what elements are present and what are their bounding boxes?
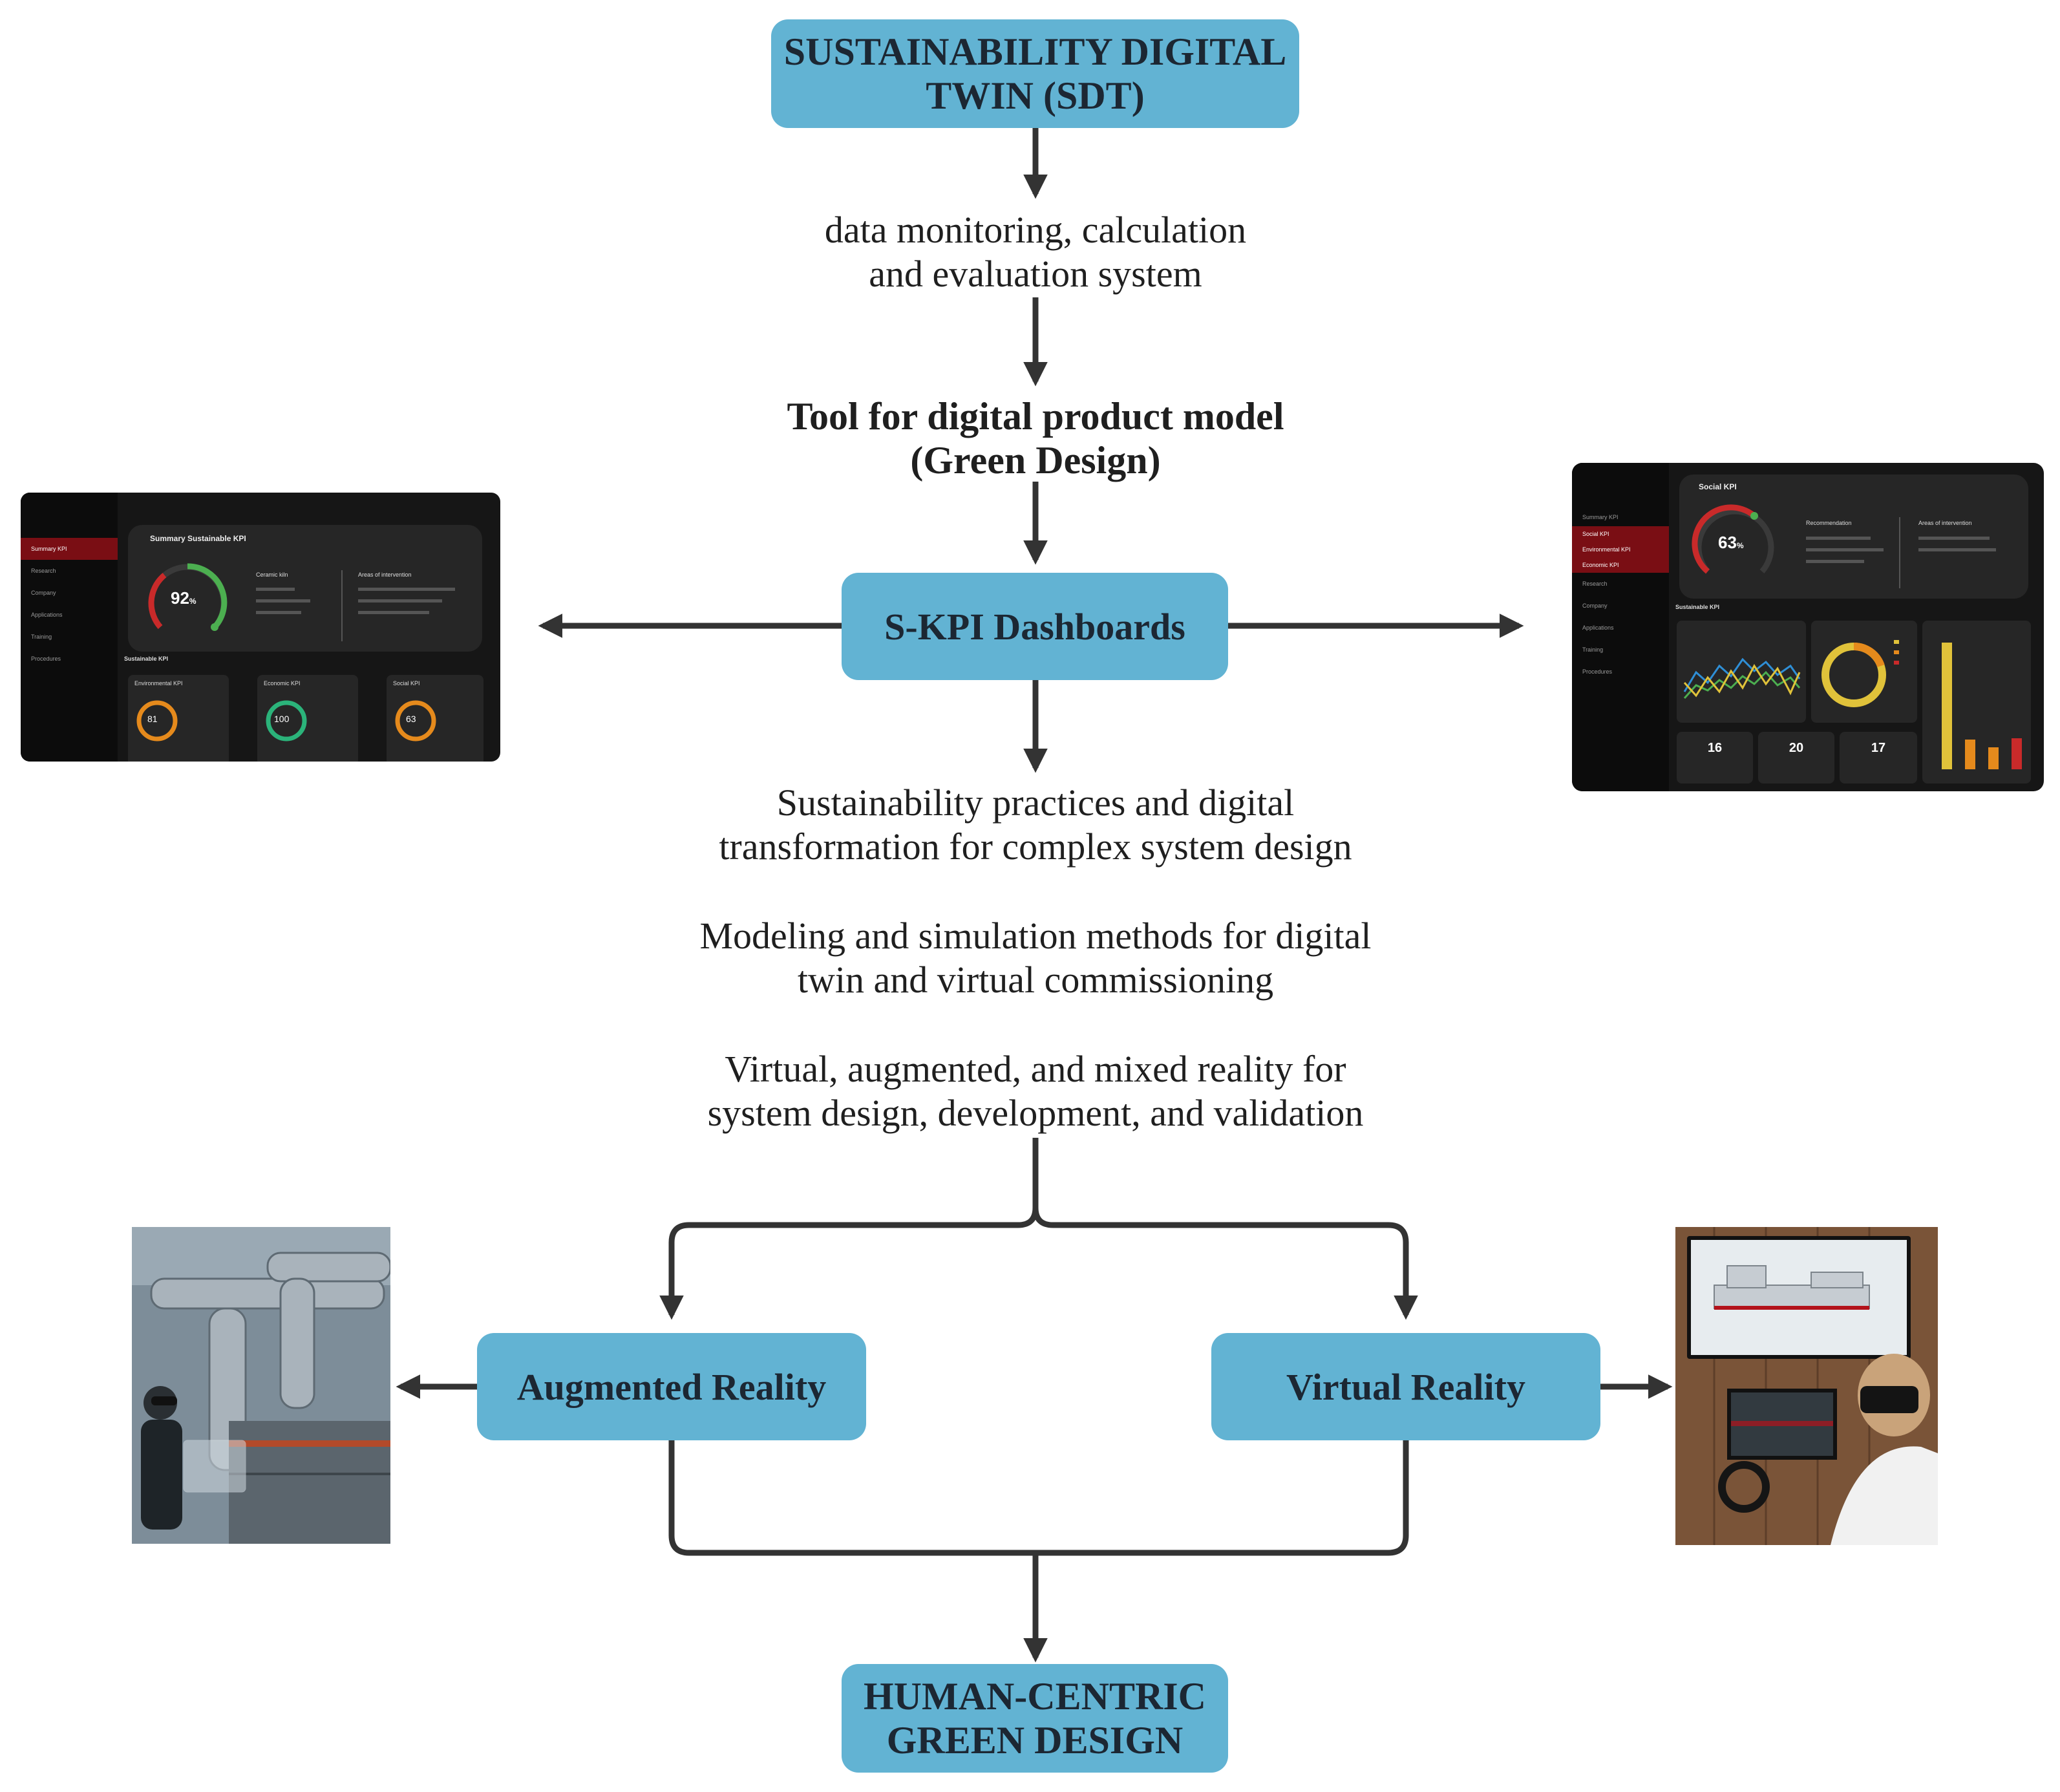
tool-caption: Tool for digital product model (Green De… — [646, 394, 1425, 482]
card-title: Social KPI — [393, 680, 420, 687]
stat-value: 17 — [1871, 741, 1886, 755]
virtual-reality-box: Virtual Reality — [1211, 1333, 1600, 1440]
hcgd-line-2: GREEN DESIGN — [886, 1719, 1184, 1762]
menu-company: Company — [1582, 603, 1608, 609]
menu-summary-kpi: Summary KPI — [21, 538, 118, 560]
dashboard-sidebar: Summary KPI Research Company Application… — [21, 493, 118, 762]
economic-kpi-card: Economic KPI 100 — [257, 675, 358, 762]
card-value: 81 — [147, 714, 158, 724]
menu-environmental-kpi: Environmental KPI — [1572, 542, 1669, 557]
s-kpi-dashboards-label: S-KPI Dashboards — [884, 605, 1185, 648]
gauge-value: 63% — [1718, 533, 1744, 552]
menu-training: Training — [1582, 646, 1604, 653]
split-connector — [659, 1138, 1039, 1320]
menu-research: Research — [1582, 581, 1608, 587]
sdt-line-2: TWIN (SDT) — [926, 74, 1145, 117]
augmented-reality-box: Augmented Reality — [477, 1333, 866, 1440]
practices-caption: Sustainability practices and digital tra… — [582, 781, 1489, 869]
tool-line-1: Tool for digital product model — [787, 395, 1284, 438]
col1-title: Ceramic kiln — [256, 571, 288, 578]
s-kpi-dashboards-box: S-KPI Dashboards — [842, 573, 1228, 680]
stat-tile-3: 17 — [1840, 732, 1917, 784]
stat-tile-2: 20 — [1758, 732, 1834, 784]
col2-title: Areas of intervention — [1918, 520, 1972, 526]
practices-line-2: transformation for complex system design — [719, 826, 1352, 868]
practices-line-1: Sustainability practices and digital — [776, 782, 1295, 824]
menu-economic-kpi: Economic KPI — [1572, 557, 1669, 573]
card-value: 100 — [274, 714, 290, 724]
xr-line-1: Virtual, augmented, and mixed reality fo… — [725, 1048, 1346, 1090]
merge-connector — [668, 1440, 1409, 1556]
social-kpi-dashboard-screenshot: Summary KPI Social KPI Environmental KPI… — [1572, 463, 2044, 791]
tool-line-2: (Green Design) — [910, 439, 1161, 482]
section-title: Sustainable KPI — [1675, 604, 1720, 610]
summary-kpi-dashboard-screenshot: Summary KPI Research Company Application… — [21, 493, 500, 762]
col1-title: Recommendation — [1806, 520, 1852, 526]
stat-value: 20 — [1789, 741, 1804, 755]
menu-company: Company — [31, 590, 56, 596]
social-kpi-card: Social KPI 63 — [387, 675, 483, 762]
augmented-reality-label: Augmented Reality — [516, 1365, 827, 1408]
xr-line-2: system design, development, and validati… — [707, 1092, 1364, 1134]
gauge-value: 92% — [171, 588, 196, 608]
dashboard-sidebar: Summary KPI Social KPI Environmental KPI… — [1572, 463, 1669, 791]
panel-title: Summary Sustainable KPI — [150, 534, 246, 543]
stat-tile-1: 16 — [1677, 732, 1753, 784]
sdt-line-1: SUSTAINABILITY DIGITAL — [783, 30, 1287, 73]
social-gauge — [1692, 504, 1774, 574]
panel-title: Social KPI — [1699, 482, 1737, 491]
menu-training: Training — [31, 634, 52, 640]
menu-applications: Applications — [1582, 624, 1614, 631]
virtual-reality-label: Virtual Reality — [1286, 1365, 1525, 1408]
bar-chart-tile — [1922, 621, 2031, 784]
monitoring-line-1: data monitoring, calculation — [824, 209, 1247, 251]
card-title: Environmental KPI — [134, 680, 183, 687]
menu-summary-kpi: Summary KPI — [1582, 514, 1619, 520]
card-value: 63 — [406, 714, 416, 724]
stat-value: 16 — [1707, 741, 1723, 755]
menu-procedures: Procedures — [1582, 668, 1613, 675]
line-chart-tile — [1677, 621, 1806, 723]
augmented-reality-photo — [132, 1227, 390, 1544]
menu-social-kpi: Social KPI — [1572, 526, 1669, 542]
col2-title: Areas of intervention — [358, 571, 412, 578]
summary-gauge — [148, 563, 228, 631]
donut-chart-tile — [1811, 621, 1917, 723]
environmental-kpi-card: Environmental KPI 81 — [128, 675, 229, 762]
xr-caption: Virtual, augmented, and mixed reality fo… — [582, 1047, 1489, 1135]
card-title: Economic KPI — [264, 680, 301, 687]
modeling-line-2: twin and virtual commissioning — [797, 959, 1274, 1001]
virtual-reality-photo — [1675, 1227, 1938, 1545]
menu-applications: Applications — [31, 612, 63, 618]
summary-kpi-panel: Summary Sustainable KPI 92% Ceramic kiln… — [128, 525, 482, 652]
monitoring-caption: data monitoring, calculation and evaluat… — [646, 208, 1425, 296]
modeling-caption: Modeling and simulation methods for digi… — [582, 914, 1489, 1002]
social-kpi-panel: Social KPI 63% Recommendation Areas of i… — [1679, 475, 2028, 599]
menu-procedures: Procedures — [31, 656, 61, 662]
monitoring-line-2: and evaluation system — [869, 253, 1202, 295]
hcgd-line-1: HUMAN-CENTRIC — [864, 1675, 1206, 1718]
section-title: Sustainable KPI — [124, 656, 169, 662]
modeling-line-1: Modeling and simulation methods for digi… — [699, 915, 1372, 957]
menu-research: Research — [31, 568, 56, 574]
